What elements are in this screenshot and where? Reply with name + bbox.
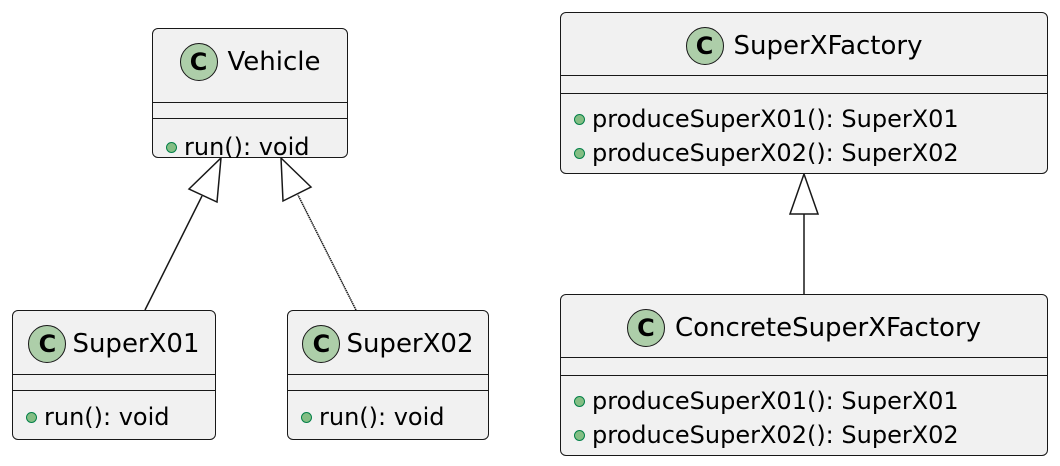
- method-signature: produceSuperX02(): SuperX02: [592, 139, 959, 167]
- class-stereotype-icon: C: [28, 325, 67, 363]
- method-list: produceSuperX01(): SuperX01 produceSuper…: [561, 102, 1047, 170]
- class-name: SuperX01: [72, 329, 200, 359]
- method-item: produceSuperX01(): SuperX01: [561, 102, 1047, 136]
- public-visibility-icon: [301, 411, 312, 423]
- method-list: run(): void: [13, 400, 215, 434]
- edge-line: [297, 194, 357, 311]
- class-name: SuperX02: [346, 329, 474, 359]
- public-visibility-icon: [574, 429, 585, 441]
- public-visibility-icon: [574, 395, 585, 407]
- class-header: C SuperX02: [288, 311, 488, 377]
- class-stereotype-icon: C: [302, 325, 341, 363]
- methods-divider: [153, 118, 347, 119]
- methods-divider: [561, 93, 1047, 94]
- class-name: SuperXFactory: [733, 31, 923, 61]
- method-list: run(): void: [288, 400, 488, 434]
- class-header: C Vehicle: [153, 29, 347, 95]
- public-visibility-icon: [26, 411, 37, 423]
- methods-divider: [13, 390, 215, 391]
- class-superx02[interactable]: C SuperX02 run(): void: [287, 310, 489, 440]
- method-signature: run(): void: [319, 403, 445, 431]
- method-item: run(): void: [288, 400, 488, 434]
- attributes-divider: [288, 374, 488, 375]
- attributes-divider: [13, 374, 215, 375]
- attributes-divider: [561, 357, 1047, 358]
- public-visibility-icon: [574, 147, 585, 159]
- edge-line: [144, 195, 203, 311]
- methods-divider: [288, 390, 488, 391]
- method-list: run(): void: [153, 130, 347, 164]
- method-item: produceSuperX02(): SuperX02: [561, 136, 1047, 170]
- edge-concretesuperxfactory-to-superxfactory: [788, 171, 820, 294]
- method-list: produceSuperX01(): SuperX01 produceSuper…: [561, 384, 1047, 452]
- attributes-divider: [561, 75, 1047, 76]
- method-signature: produceSuperX02(): SuperX02: [592, 421, 959, 449]
- class-header: C ConcreteSuperXFactory: [561, 295, 1047, 361]
- class-stereotype-icon: C: [179, 43, 218, 81]
- method-item: produceSuperX02(): SuperX02: [561, 418, 1047, 452]
- class-superx01[interactable]: C SuperX01 run(): void: [12, 310, 216, 440]
- method-signature: run(): void: [184, 133, 310, 161]
- method-signature: run(): void: [44, 403, 170, 431]
- class-name: Vehicle: [227, 47, 321, 77]
- inheritance-arrowhead: [280, 156, 313, 203]
- method-item: produceSuperX01(): SuperX01: [561, 384, 1047, 418]
- class-header: C SuperX01: [13, 311, 215, 377]
- inheritance-arrowhead: [788, 171, 820, 215]
- edge-superx01-to-vehicle: [144, 156, 222, 311]
- class-header: C SuperXFactory: [561, 13, 1047, 79]
- class-stereotype-icon: C: [685, 27, 724, 65]
- method-signature: produceSuperX01(): SuperX01: [592, 105, 959, 133]
- class-vehicle[interactable]: C Vehicle run(): void: [152, 28, 348, 161]
- attributes-divider: [153, 102, 347, 103]
- method-item: run(): void: [13, 400, 215, 434]
- class-superxfactory[interactable]: C SuperXFactory produceSuperX01(): Super…: [560, 12, 1048, 174]
- public-visibility-icon: [574, 113, 585, 125]
- inheritance-arrowhead: [187, 156, 222, 204]
- method-item: run(): void: [153, 130, 347, 164]
- public-visibility-icon: [166, 141, 177, 153]
- class-name: ConcreteSuperXFactory: [674, 313, 982, 343]
- class-stereotype-icon: C: [626, 309, 665, 347]
- method-signature: produceSuperX01(): SuperX01: [592, 387, 959, 415]
- methods-divider: [561, 375, 1047, 376]
- edge-superx02-to-vehicle: [280, 156, 357, 311]
- class-concretesuperxfactory[interactable]: C ConcreteSuperXFactory produceSuperX01(…: [560, 294, 1048, 456]
